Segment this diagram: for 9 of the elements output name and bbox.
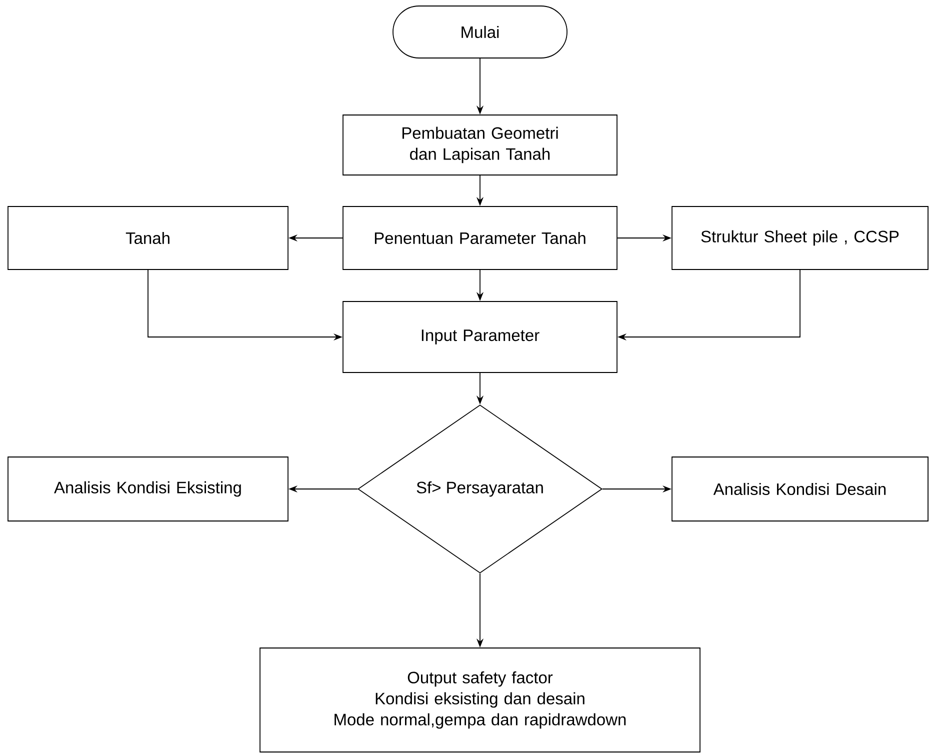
output-box: Output safety factor Kondisi eksisting dan desain Mode normal,gempa dan rapidrawdown: [260, 648, 700, 752]
process-box: Input Parameter: [342, 301, 618, 373]
process-box: Analisis Kondisi Eksisting: [8, 456, 288, 522]
process-box: Analisis Kondisi Desain: [672, 456, 928, 522]
process-box: Pembuatan Geometri dan Lapisan Tanah: [342, 114, 618, 176]
start-terminal: Mulai: [392, 6, 568, 58]
process-box: Tanah: [8, 206, 288, 270]
process-box: Struktur Sheet pile , CCSP: [672, 206, 928, 270]
process-box: Penentuan Parameter Tanah: [342, 206, 618, 270]
